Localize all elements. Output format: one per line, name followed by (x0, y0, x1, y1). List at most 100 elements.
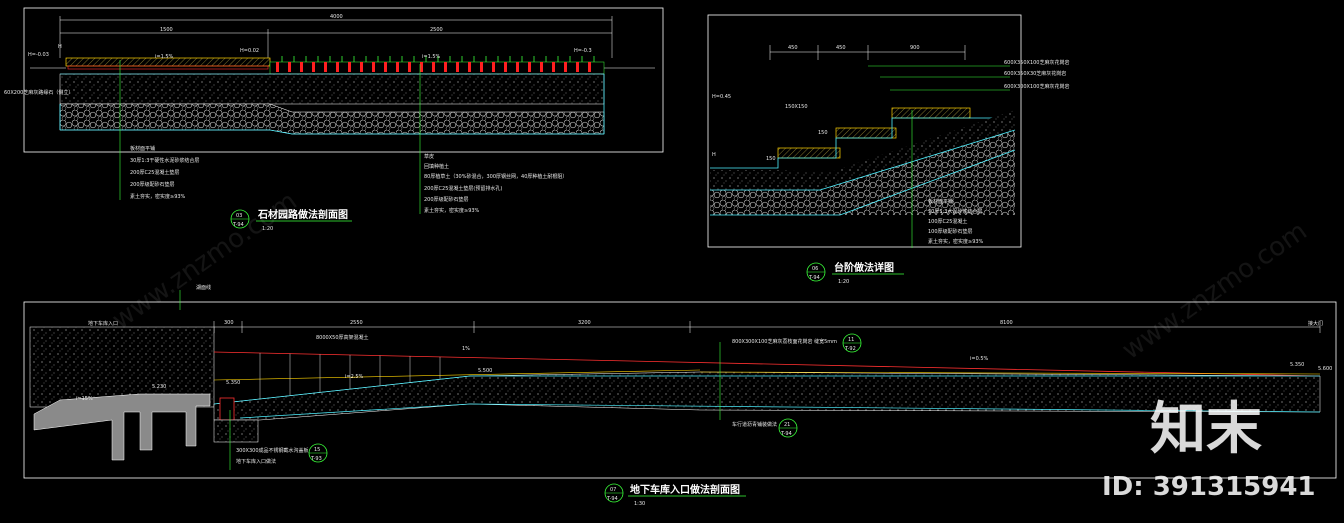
grass-planting (276, 56, 595, 72)
level-base: H (712, 152, 716, 158)
detail-number: 07 (610, 487, 616, 493)
plant-mark (360, 62, 363, 72)
dim: 3200 (578, 320, 591, 326)
note: 地下车库入口 (88, 320, 118, 327)
level: 5.350 (1290, 362, 1304, 368)
level: 5.600 (1318, 366, 1332, 372)
callout: 600X350X30芝麻灰花岗岩 (1004, 70, 1066, 77)
note: 板材面平铺 (130, 145, 155, 152)
note: 800X300X100芝麻灰荔枝面花岗岩 缝宽5mm (732, 338, 837, 345)
plant-mark (576, 62, 579, 72)
slope: i=15% (76, 396, 93, 402)
note: 回填种植土 (424, 163, 449, 170)
riser: 150 (766, 156, 776, 162)
riser: 150 (818, 130, 828, 136)
note: 草皮 (424, 153, 434, 160)
dim: 450 (788, 45, 798, 51)
watermark-diagonal: www.znzmo.com (107, 186, 303, 336)
note: 200厚C25混凝土垫层 (130, 169, 179, 176)
watermark-brand: 知末 (1150, 397, 1262, 462)
garage-frame (23, 301, 1337, 479)
note: 200厚C25混凝土垫层(预留排水孔) (424, 185, 502, 192)
detail-number: 06 (812, 266, 818, 272)
note: 30厚1:3水泥砂浆结合层 (928, 208, 982, 215)
plant-mark (276, 62, 279, 72)
riser: 150X150 (785, 104, 808, 110)
plant-mark (564, 62, 567, 72)
level-mid: H=0.02 (240, 48, 259, 54)
callout: 600X350X100芝麻灰花岗岩 (1004, 59, 1069, 66)
slope-paving: i=1.5% (155, 54, 174, 60)
dim: 2550 (350, 320, 363, 326)
plant-mark (504, 62, 507, 72)
note: 8000X50厚高架混凝土 (316, 334, 369, 341)
plant-mark (372, 62, 375, 72)
ref-sheet: T-93 (310, 456, 322, 462)
ref-bubble: 21 T-94 (778, 418, 798, 438)
ref-number: 15 (314, 447, 320, 453)
steps-title: 台阶做法详图 (834, 261, 894, 274)
level: 5.230 (152, 384, 166, 390)
steps-notes: 板材面平铺 30厚1:3水泥砂浆结合层 100厚C25混凝土 100厚级配砂石垫… (928, 198, 984, 245)
plant-mark (336, 62, 339, 72)
plant-mark (324, 62, 327, 72)
note: 100厚级配砂石垫层 (928, 228, 973, 235)
plant-mark (420, 62, 423, 72)
scale: 1:30 (634, 501, 645, 507)
dim: 900 (910, 45, 920, 51)
level-h: H (58, 44, 62, 50)
scale: 1:20 (262, 226, 273, 232)
plant-mark (588, 62, 591, 72)
note: 素土夯实，密实度≥93% (424, 207, 480, 214)
ref-bubble: 11 T-92 (842, 333, 862, 353)
detail-sheet: T-94 (808, 275, 820, 281)
detail-sheet: T-94 (606, 496, 618, 502)
dim-4000: 4000 (330, 14, 343, 20)
level-start: H=-0.03 (28, 52, 49, 58)
dim-1500: 1500 (160, 27, 173, 33)
scale: 1:20 (838, 279, 849, 285)
level: 5.350 (226, 380, 240, 386)
ref-bubble: 15 T-93 (308, 443, 328, 463)
plant-mark (456, 62, 459, 72)
stone-path-title: 石材园路做法剖面图 (257, 208, 348, 221)
ref-sheet: T-92 (844, 346, 856, 352)
watermark-diagonal: www.znzmo.com (1117, 216, 1313, 366)
note: 30厚1:3干硬性水泥砂浆结合层 (130, 157, 199, 164)
slope: i=2.5% (345, 374, 364, 380)
plant-mark (552, 62, 555, 72)
note: 100厚C25混凝土 (928, 218, 967, 225)
plant-mark (540, 62, 543, 72)
note: 300X300成品不锈钢截水沟盖板 (236, 447, 309, 454)
level: H=0.45 (712, 94, 731, 100)
ref-number: 21 (784, 422, 790, 428)
note: 接大门 (1308, 320, 1323, 327)
slope: i=0.5% (970, 356, 989, 362)
note: 素土夯实，密实度≥93% (130, 193, 186, 200)
slope: 1% (462, 346, 470, 352)
edge-note: 60X200芝麻灰路缘石（侧立） (4, 89, 73, 96)
dim: 8100 (1000, 320, 1013, 326)
stone-path-frame (23, 7, 664, 153)
note: 地下车库入口做法 (236, 458, 276, 465)
steps-section: 450 450 900 600X350X100芝麻灰花岗岩 600X350X30… (707, 14, 1069, 285)
note: 素土夯实，密实度≥93% (928, 238, 984, 245)
plant-mark (288, 62, 291, 72)
note: 湖面线 (196, 284, 211, 291)
plant-mark (432, 62, 435, 72)
plant-mark (528, 62, 531, 72)
callout: 600X300X100芝麻灰花岗岩 (1004, 83, 1069, 90)
garage-section: 300 2550 3200 8100 湖面线 地下车库入口 8000X50厚高架… (23, 284, 1337, 507)
note: 板材面平铺 (928, 198, 953, 205)
watermark-id: ID: 391315941 (1102, 472, 1316, 502)
note: 200厚级配砂石垫层 (424, 196, 469, 203)
plant-mark (492, 62, 495, 72)
plant-mark (384, 62, 387, 72)
plant-mark (348, 62, 351, 72)
plant-mark (312, 62, 315, 72)
stone-path-notes-right: 草皮 回填种植土 80厚植草土（30%砂混合，300厚钢丝网，40厚种植土耐根阻… (424, 153, 567, 214)
note: 车行道沥青铺装做法 (732, 421, 777, 428)
dim: 450 (836, 45, 846, 51)
plant-mark (468, 62, 471, 72)
